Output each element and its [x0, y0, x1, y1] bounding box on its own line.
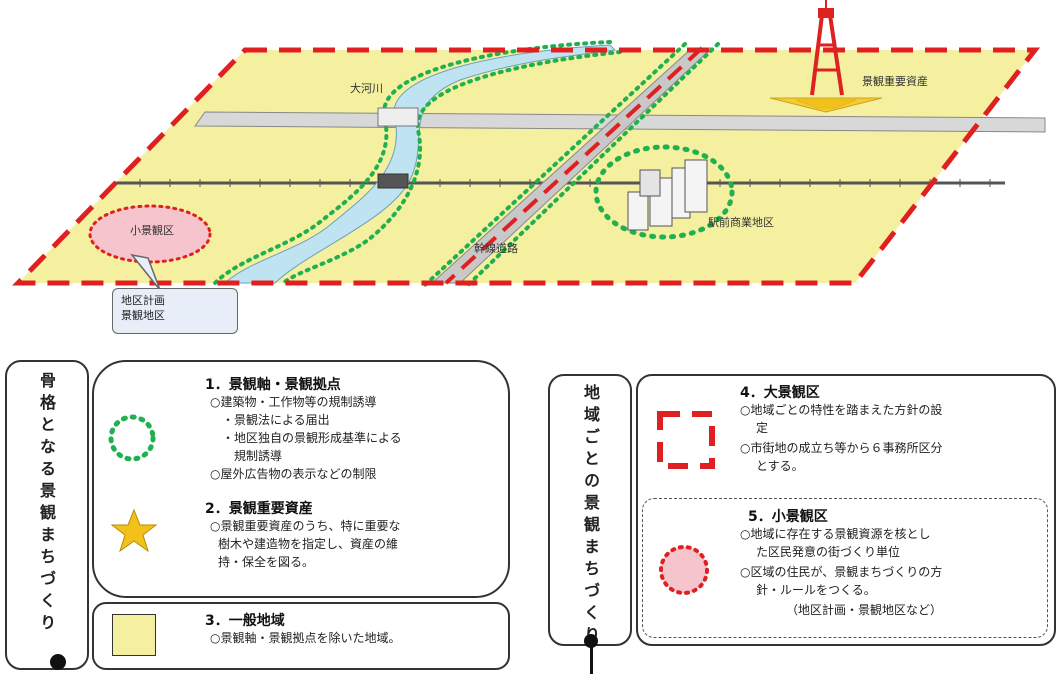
left-dot — [50, 654, 66, 670]
left-vertical-title: 骨格となる景観まちづくり — [37, 372, 56, 636]
dashed-square-icon — [657, 411, 715, 469]
callout-line1: 地区計画 — [121, 294, 165, 307]
yellow-square-icon — [112, 614, 156, 656]
sec2-line: ○景観重要資産のうち、特に重要な — [210, 519, 401, 533]
sec1-title: 1．景観軸・景観拠点 — [205, 377, 341, 393]
right-title-box — [548, 374, 632, 646]
right-dot-stem — [590, 646, 593, 674]
sec1-line: ・地区独自の景観形成基準による — [222, 431, 402, 445]
sec2-line: 樹木や建造物を指定し、資産の維 — [218, 537, 399, 551]
sec4-line: ○市街地の成立ち等から６事務所区分 — [740, 441, 943, 455]
callout-line2: 景観地区 — [121, 309, 165, 322]
landscape-diagram — [12, 0, 1046, 291]
right-vertical-title: 地域ごとの景観まちづくり — [581, 384, 600, 648]
sec1-line: ○建築物・工作物等の規制誘導 — [210, 395, 377, 409]
sec1-line: 規制誘導 — [222, 449, 283, 463]
river-label: 大河川 — [350, 82, 383, 95]
large-district-border — [12, 47, 1041, 286]
star-icon — [110, 508, 158, 553]
sec2-title: 2．景観重要資産 — [205, 501, 313, 517]
tower-label: 景観重要資産 — [862, 75, 928, 88]
sec5-line: （地区計画・景観地区など） — [786, 603, 943, 617]
left-title-box — [5, 360, 89, 670]
sec2-line: 持・保全を図る。 — [218, 555, 315, 569]
callout-box: 地区計画 景観地区 — [112, 288, 238, 334]
small-area-label: 小景観区 — [130, 224, 174, 237]
sec4-line: ○地域ごとの特性を踏まえた方針の設 — [740, 403, 943, 417]
sec5-title: 5．小景観区 — [748, 509, 828, 525]
sec1-line: ・景観法による届出 — [222, 413, 330, 427]
road-label: 幹線道路 — [474, 242, 518, 255]
left-main-box — [92, 360, 510, 598]
sec5-line: ○区域の住民が、景観まちづくりの方 — [740, 565, 943, 579]
ground-plane — [18, 50, 1035, 283]
sec3-line: ○景観軸・景観拠点を除いた地域。 — [210, 631, 401, 645]
sec4-title: 4．大景観区 — [740, 385, 820, 401]
tower — [769, 0, 883, 113]
sec5-line: た区民発意の街づくり単位 — [756, 545, 901, 559]
sec4-line: とする。 — [756, 459, 804, 473]
station-district-circle — [593, 144, 735, 240]
sec5-line: ○地域に存在する景観資源を核とし — [740, 527, 931, 541]
right-main-box — [636, 374, 1056, 646]
sec5-box — [642, 498, 1048, 638]
buildings — [627, 159, 708, 231]
right-dot — [584, 634, 598, 648]
dotted-circle-icon — [108, 414, 156, 462]
pink-dotted-circle-icon — [659, 545, 709, 595]
river-axis-outline — [213, 40, 612, 285]
sec4-line: 定 — [756, 421, 769, 435]
station-label: 駅前商業地区 — [708, 216, 774, 229]
sec3-box — [92, 602, 510, 670]
sec3-title: 3．一般地域 — [205, 613, 285, 629]
sec5-line: 針・ルールをつくる。 — [756, 583, 876, 597]
sec1-line: ○屋外広告物の表示などの制限 — [210, 467, 377, 481]
